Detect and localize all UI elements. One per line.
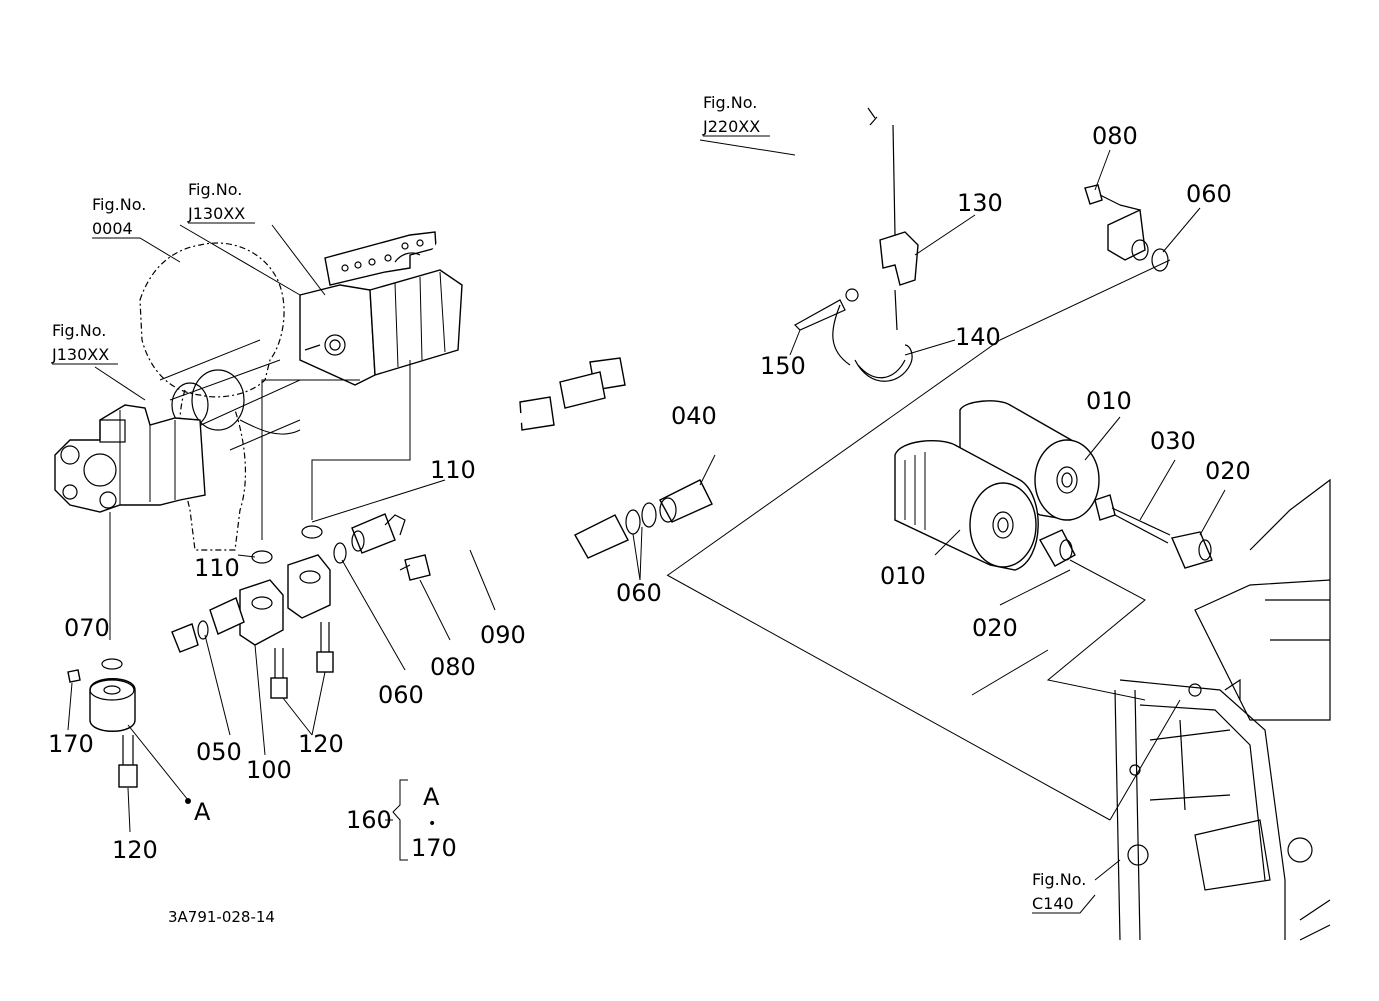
fig-0004-number: 0004 xyxy=(92,219,133,238)
label-080-middle: 080 xyxy=(430,653,476,681)
bolt-120-a xyxy=(270,648,288,699)
label-100: 100 xyxy=(246,756,292,784)
engine-housing-outline xyxy=(139,242,301,551)
oring-060-top xyxy=(1151,248,1169,272)
set-item-a: A xyxy=(423,783,440,811)
label-130: 130 xyxy=(957,189,1003,217)
part-number-labels: 080 060 130 140 150 010 040 030 110 020 … xyxy=(48,122,1251,864)
bolt-080-top xyxy=(1084,184,1141,211)
label-110-upper: 110 xyxy=(430,456,476,484)
plug-170 xyxy=(67,669,81,683)
hydraulic-pump xyxy=(54,404,206,513)
fig-c140-label: Fig.No. xyxy=(1032,870,1086,889)
label-020-right: 020 xyxy=(1205,457,1251,485)
valve-pump-block xyxy=(299,231,463,386)
filter-head xyxy=(89,678,136,732)
set-item-170: 170 xyxy=(411,834,457,862)
label-030: 030 xyxy=(1150,427,1196,455)
label-110-lower: 110 xyxy=(194,554,240,582)
oring-060-b xyxy=(641,502,657,528)
oring-110-right xyxy=(301,525,323,539)
oring-060-c xyxy=(333,542,347,564)
nipple-020-right xyxy=(1171,531,1213,569)
set-dot: • xyxy=(428,816,436,832)
inlet-pipe xyxy=(123,623,199,697)
joint-block-100-a xyxy=(239,579,284,646)
label-160: 160 xyxy=(346,806,392,834)
label-150: 150 xyxy=(760,352,806,380)
fig-0004-label: Fig.No. xyxy=(92,195,146,214)
label-010-left: 010 xyxy=(880,562,926,590)
label-120-centre: 120 xyxy=(298,730,344,758)
filter-cartridge-lower xyxy=(894,440,1039,571)
label-040: 040 xyxy=(671,402,717,430)
fig-j130-top-number: J130XX xyxy=(187,204,245,223)
oring-070 xyxy=(101,658,123,670)
label-070: 070 xyxy=(64,614,110,642)
label-060-lower: 060 xyxy=(378,681,424,709)
label-140: 140 xyxy=(955,323,1001,351)
clip-150 xyxy=(794,288,859,366)
set-contents: A • 170 xyxy=(411,783,457,862)
marker-a: A xyxy=(194,798,211,826)
fig-c140-number: C140 xyxy=(1032,894,1074,913)
oring-060-a xyxy=(625,509,641,535)
filter-cartridge-upper xyxy=(959,400,1100,521)
label-010-right: 010 xyxy=(1086,387,1132,415)
return-line-j220 xyxy=(425,54,951,431)
marker-a-dot xyxy=(185,798,191,804)
fig-j220-label: Fig.No. xyxy=(703,93,757,112)
label-090: 090 xyxy=(480,621,526,649)
label-170: 170 xyxy=(48,730,94,758)
bolt-120-c xyxy=(118,735,138,788)
stud-030 xyxy=(1094,494,1171,544)
label-050: 050 xyxy=(196,738,242,766)
label-120-lower: 120 xyxy=(112,836,158,864)
clamp-130 xyxy=(879,124,919,331)
leader-lines xyxy=(67,139,1226,881)
oring-050 xyxy=(197,620,209,640)
joint-block-100-b xyxy=(287,554,331,619)
pipe-040 xyxy=(659,208,1149,523)
pipe-090 xyxy=(351,501,629,599)
bolt-080-middle xyxy=(399,554,431,581)
label-080-top: 080 xyxy=(1092,122,1138,150)
pipe-stub xyxy=(209,597,245,635)
bolt-120-b xyxy=(316,622,334,673)
label-060-top: 060 xyxy=(1186,180,1232,208)
figure-references: Fig.No. J220XX Fig.No. J130XX Fig.No. 00… xyxy=(51,93,1096,914)
set-bracket-160 xyxy=(385,779,408,861)
fig-j130-left-number: J130XX xyxy=(51,345,109,364)
transmission-case xyxy=(1114,478,1331,941)
fig-j130-left-label: Fig.No. xyxy=(52,321,106,340)
label-020-centre: 020 xyxy=(972,614,1018,642)
band-140 xyxy=(854,344,913,382)
fig-j220-number: J220XX xyxy=(702,117,760,136)
label-060-middle: 060 xyxy=(616,579,662,607)
fig-j130-top-label: Fig.No. xyxy=(188,180,242,199)
document-code: 3A791-028-14 xyxy=(168,908,275,926)
nipple-020-centre xyxy=(1039,529,1076,567)
